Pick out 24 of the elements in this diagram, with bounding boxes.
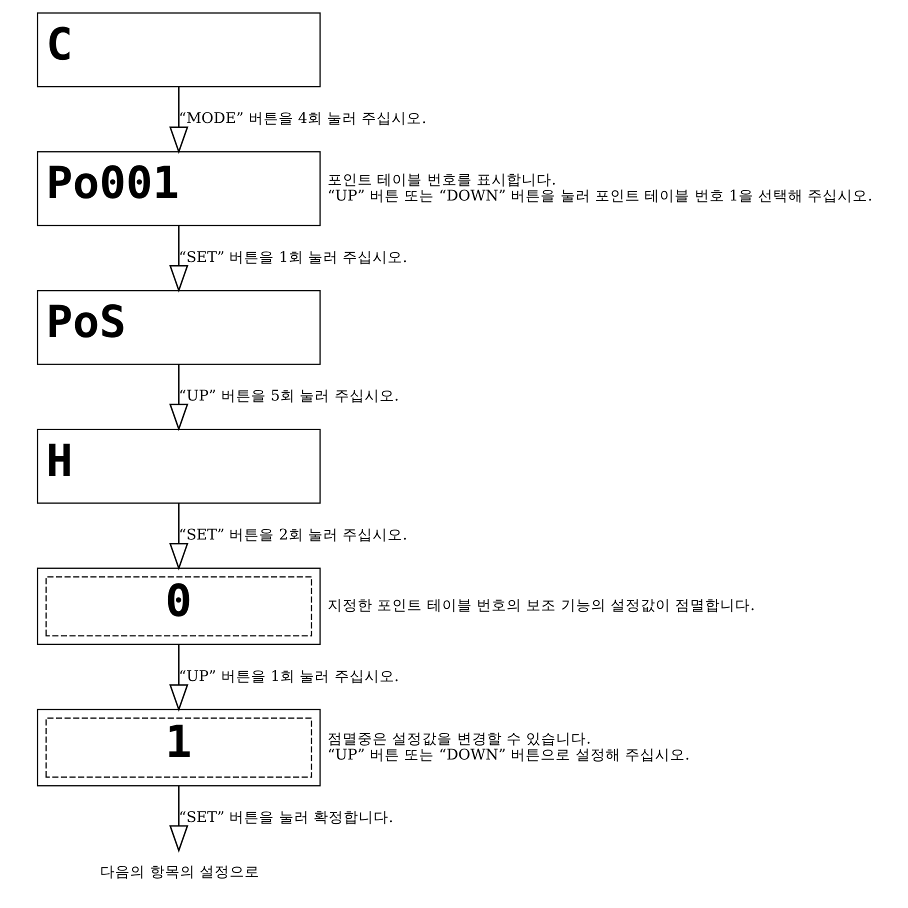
node-box: PoS <box>36 290 321 365</box>
node-label: “UP” 버튼 또는 “DOWN” 버튼으로 설정해 주십시오. <box>327 746 690 764</box>
node-box: 0 <box>36 568 321 646</box>
arrow <box>169 644 188 712</box>
edge-label: “UP” 버튼을 5회 눌러 주십시오. <box>178 388 400 405</box>
node-box: 1 <box>36 708 321 786</box>
node-label: 점멸중은 설정값을 변경할 수 있습니다. <box>327 730 591 748</box>
arrow <box>169 226 188 293</box>
node-text: 다음의 항목의 설정으로 <box>100 864 260 881</box>
node-label: 포인트 테이블 번호를 표시합니다. <box>327 171 556 188</box>
edge-label: “SET” 버튼을 눌러 확정합니다. <box>178 809 394 826</box>
node-box: C <box>36 12 321 88</box>
node-box: Po001 <box>36 151 321 226</box>
node-box: H <box>36 428 321 504</box>
edge-label: “MODE” 버튼을 4회 눌러 주십시오. <box>178 110 426 128</box>
arrow <box>169 364 188 432</box>
arrow <box>169 86 188 154</box>
arrow <box>169 786 188 853</box>
edge-label: “SET” 버튼을 2회 눌러 주십시오. <box>178 526 408 544</box>
edge-label: “UP” 버튼을 1회 눌러 주십시오. <box>178 668 400 685</box>
arrow <box>169 503 188 570</box>
node-label: 지정한 포인트 테이블 번호의 보조 기능의 설정값이 점멸합니다. <box>327 597 755 614</box>
node-label: “UP” 버튼 또는 “DOWN” 버튼을 눌러 포인트 테이블 번호 1을 선택해 주십시오. <box>327 187 872 204</box>
edge-label: “SET” 버튼을 1회 눌러 주십시오. <box>178 248 408 266</box>
